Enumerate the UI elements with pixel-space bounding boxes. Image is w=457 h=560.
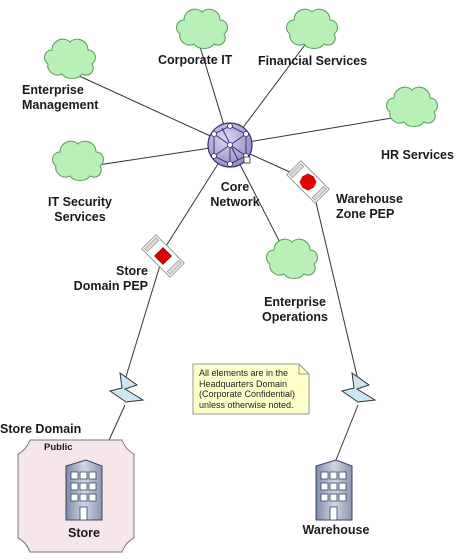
label-enterprise-management: Enterprise Management bbox=[22, 83, 99, 112]
label-store-domain-pep: Store Domain PEP bbox=[73, 264, 148, 293]
label-public: Public bbox=[44, 442, 73, 453]
label-warehouse-zone-pep: Warehouse Zone PEP bbox=[336, 192, 403, 221]
building-icon-warehouse bbox=[315, 459, 353, 521]
label-store-domain: Store Domain bbox=[0, 422, 82, 436]
cloud-icon-hr-services bbox=[386, 86, 438, 127]
note-text: All elements are in the Headquarters Dom… bbox=[199, 368, 296, 410]
building-icon-store bbox=[65, 459, 103, 521]
label-it-security-services: IT Security Services bbox=[48, 195, 112, 224]
lightning-link-icon-warehouse bbox=[340, 371, 377, 403]
cloud-icon-corporate-it bbox=[176, 8, 228, 49]
label-corporate-it: Corporate IT bbox=[158, 53, 233, 67]
label-core-network: Core Network bbox=[210, 180, 260, 209]
firewall-pep-icon-warehouse bbox=[286, 160, 330, 204]
network-globe-icon bbox=[207, 122, 253, 168]
lightning-link-icon-store bbox=[108, 371, 145, 403]
cloud-icon-enterprise-operations bbox=[266, 238, 318, 279]
note: All elements are in the Headquarters Dom… bbox=[193, 364, 309, 414]
label-warehouse: Warehouse bbox=[302, 523, 370, 537]
label-hr-services: HR Services bbox=[381, 148, 454, 162]
firewall-pep-icon-store bbox=[141, 234, 185, 278]
cloud-icon-financial-services bbox=[286, 8, 338, 49]
label-store: Store bbox=[68, 526, 100, 540]
cloud-icon-enterprise-management bbox=[44, 38, 96, 79]
cloud-icon-it-security-services bbox=[52, 140, 104, 181]
note-box bbox=[192, 363, 310, 415]
label-enterprise-operations: Enterprise Operations bbox=[262, 295, 328, 324]
label-financial-services: Financial Services bbox=[258, 54, 368, 68]
